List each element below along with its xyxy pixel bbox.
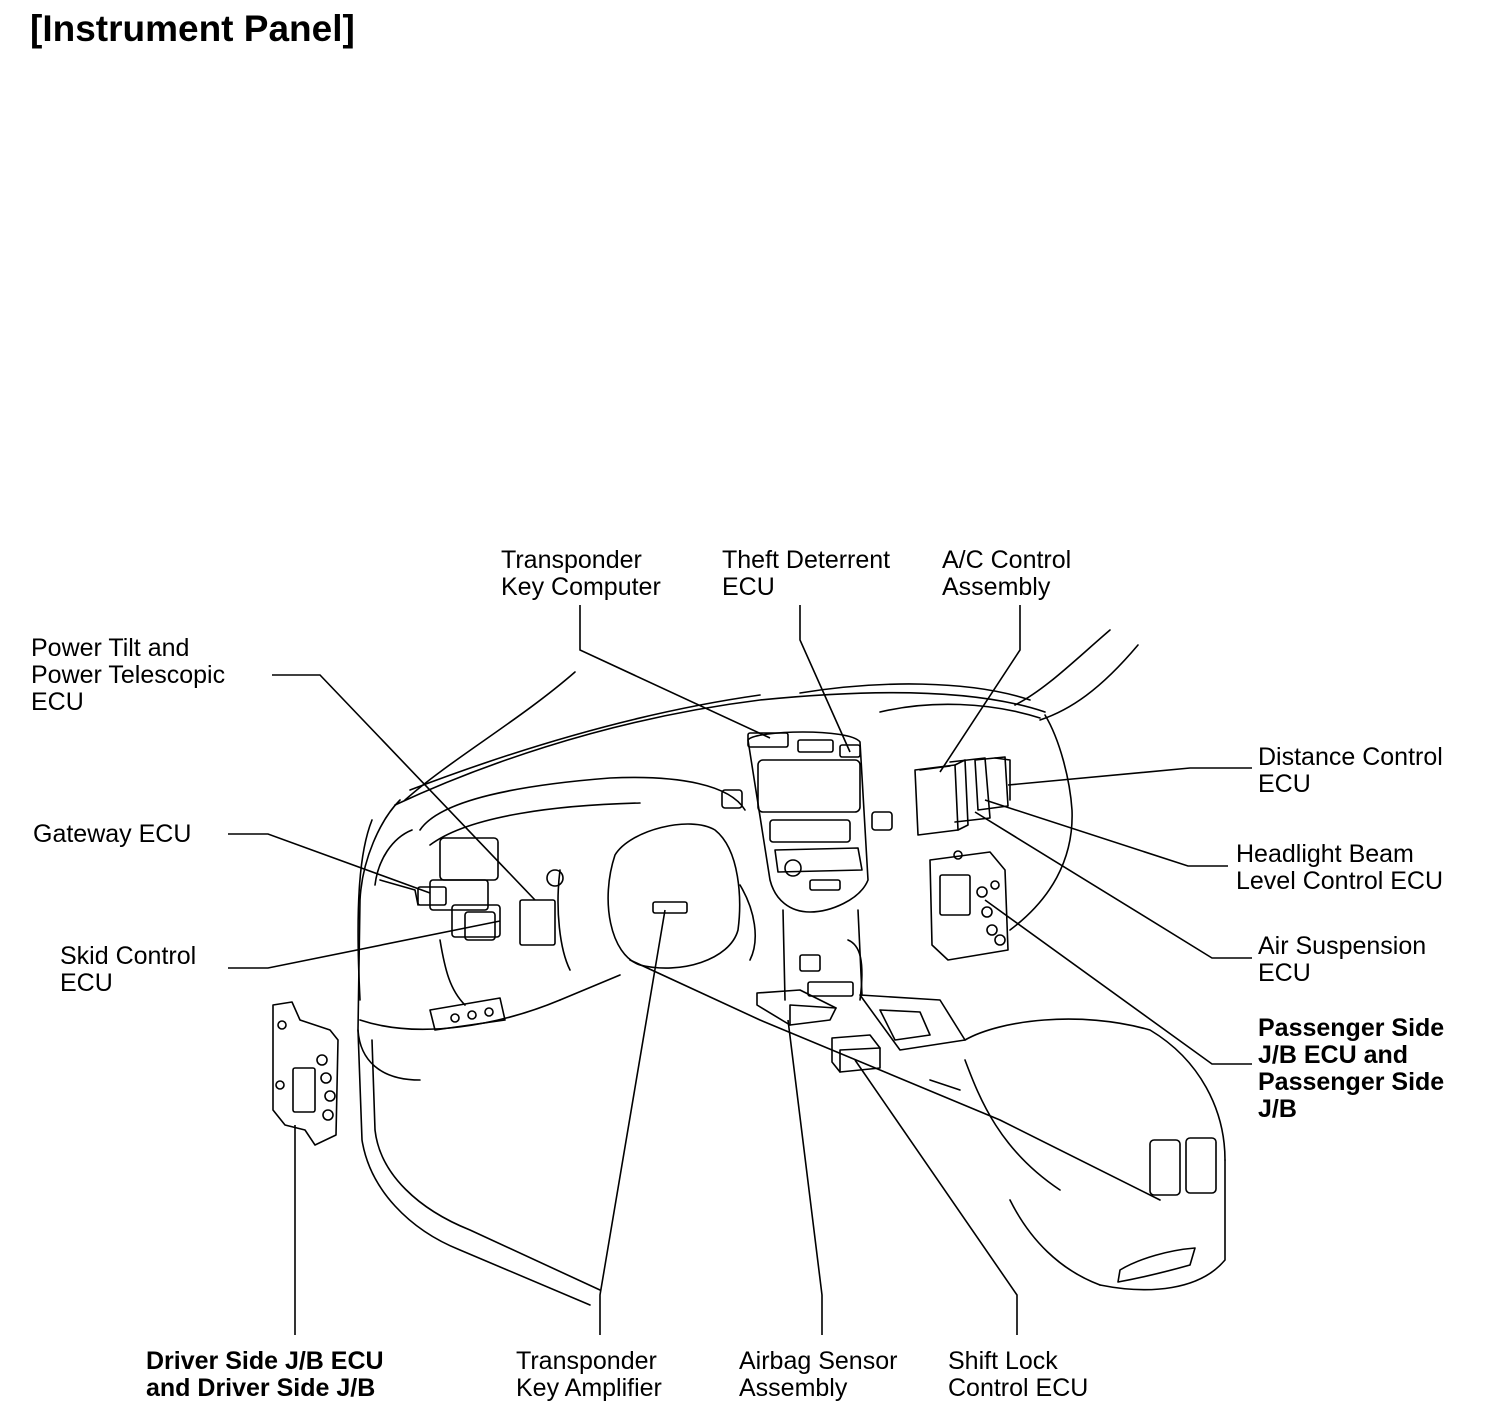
leader-transponder-key-computer (579, 605, 771, 739)
leader-gateway (228, 833, 431, 894)
driver-jb-module (272, 1001, 339, 1146)
leader-theft-deterrent (799, 605, 851, 753)
leader-air-suspension (974, 811, 1252, 959)
dashboard-outline (357, 629, 1139, 1306)
leader-airbag-sensor (787, 1019, 823, 1335)
leader-skid-control (228, 920, 501, 969)
left-ecu-modules (417, 886, 556, 946)
leader-headlight-beam (984, 799, 1228, 867)
page-title: [Instrument Panel] (30, 8, 355, 49)
label-gateway-ecu: Gateway ECU (33, 820, 192, 848)
leader-shift-lock (854, 1059, 1018, 1335)
instrument-cluster (374, 776, 746, 1031)
steering-wheel (546, 823, 756, 971)
leader-ac-control (939, 605, 1021, 773)
leader-distance-control (1007, 767, 1252, 786)
leader-passenger-jb (984, 899, 1252, 1065)
leader-transponder-amplifier (599, 909, 666, 1335)
passenger-jb-module (929, 850, 1009, 961)
center-console (629, 959, 1226, 1291)
ac-control-units (914, 756, 1011, 836)
floor-ecu-boxes (756, 989, 881, 1073)
center-stack (721, 731, 893, 1001)
leader-power-tilt (272, 674, 536, 901)
